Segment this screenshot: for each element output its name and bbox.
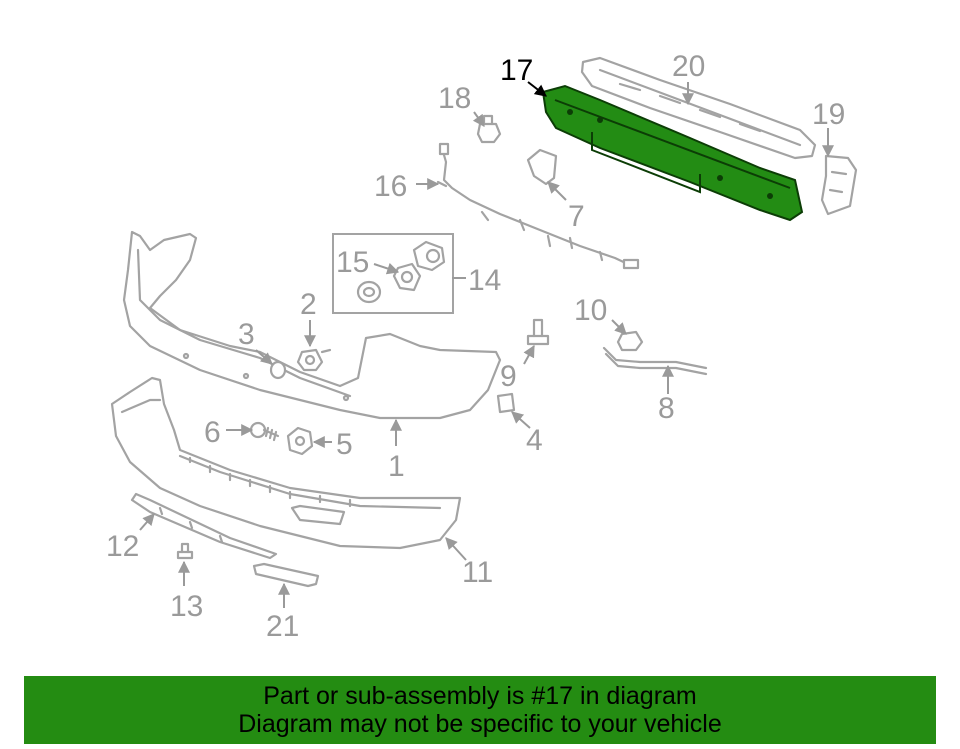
part-17-bumper-reinforcement — [541, 84, 804, 222]
callout-4: 4 — [526, 424, 543, 457]
part-20-absorber — [580, 56, 817, 160]
callout-12: 12 — [106, 530, 139, 563]
part-21-molding — [252, 562, 320, 588]
callout-13: 13 — [170, 590, 203, 623]
callout-14: 14 — [468, 264, 501, 297]
callout-17: 17 — [500, 54, 533, 87]
part-6-screw — [249, 421, 280, 442]
callout-5: 5 — [336, 428, 353, 461]
callout-labels: 17 20 19 18 16 7 15 14 2 3 10 9 8 1 4 6 … — [106, 50, 845, 643]
callout-19: 19 — [812, 98, 845, 131]
callout-11: 11 — [462, 556, 493, 589]
part-16-wiring-harness — [436, 142, 640, 270]
part-4-clip — [496, 392, 516, 414]
part-14-sensor-kit-box — [332, 233, 454, 314]
callout-2: 2 — [300, 288, 317, 321]
info-banner: Part or sub-assembly is #17 in diagram D… — [24, 676, 936, 744]
callout-15: 15 — [336, 246, 369, 279]
part-5-nut — [286, 426, 314, 456]
callout-1: 1 — [388, 450, 405, 483]
callout-3: 3 — [238, 318, 255, 351]
parts-diagram: 17 20 19 18 16 7 15 14 2 3 10 9 8 1 4 6 … — [106, 50, 858, 643]
callout-10: 10 — [574, 294, 607, 327]
part-1-bumper-fascia — [122, 230, 502, 420]
part-18-bolt — [476, 114, 502, 144]
callout-9: 9 — [500, 360, 517, 393]
part-7-clip — [526, 148, 558, 186]
callout-8: 8 — [658, 392, 675, 425]
part-9-push-pin — [526, 318, 550, 346]
banner-line-disclaimer: Diagram may not be specific to your vehi… — [238, 710, 722, 738]
part-10-nut — [616, 330, 644, 352]
callout-21: 21 — [266, 610, 299, 643]
part-12-lower-trim — [130, 492, 278, 560]
part-3-plug — [269, 360, 287, 380]
part-2-fastener — [296, 348, 332, 372]
callout-20: 20 — [672, 50, 705, 83]
callout-7: 7 — [568, 200, 585, 233]
part-8-rod — [602, 346, 708, 376]
callout-18: 18 — [438, 82, 471, 115]
leader-lines — [139, 81, 834, 608]
callout-16: 16 — [374, 170, 407, 203]
part-13-screw — [176, 542, 194, 560]
callout-6: 6 — [204, 416, 221, 449]
part-19-bracket — [820, 154, 858, 216]
part-11-lower-fascia — [110, 376, 462, 550]
banner-line-part-number: Part or sub-assembly is #17 in diagram — [263, 682, 697, 710]
